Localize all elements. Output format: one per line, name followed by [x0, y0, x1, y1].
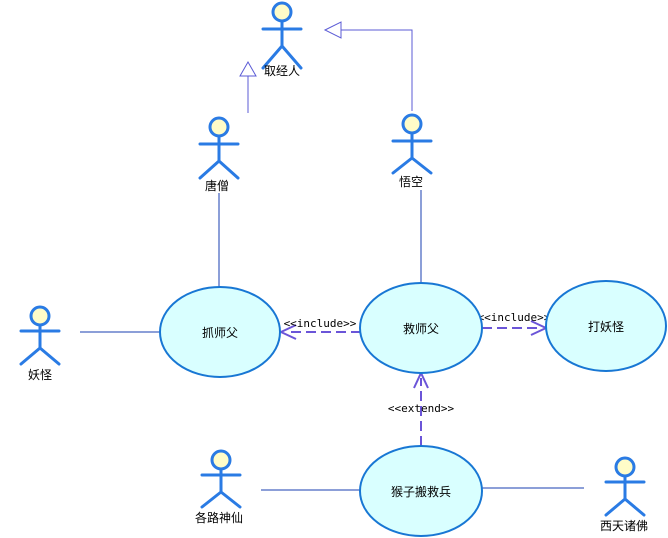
generalization-arrowhead [323, 21, 342, 39]
generalization-wukong-pilgrim [341, 29, 413, 111]
use-case-reinforce[interactable]: 猴子搬救兵 [359, 445, 483, 537]
actor-pilgrim[interactable] [261, 1, 303, 70]
actor-body [604, 474, 646, 517]
actor-demon-label: 妖怪 [28, 368, 52, 382]
extend-label: <<extend>> [388, 402, 455, 415]
generalization-arrowhead [239, 60, 257, 77]
actor-pilgrim-label: 取经人 [264, 64, 300, 78]
actor-buddhas-label: 西天诸佛 [600, 519, 648, 533]
actor-body [261, 19, 303, 70]
actor-head [29, 305, 51, 327]
include-label-right: <<include>> [478, 311, 551, 324]
use-case-capture[interactable]: 抓师父 [159, 286, 281, 378]
actor-head [271, 1, 293, 23]
use-case-rescue[interactable]: 救师父 [359, 282, 483, 374]
actor-head [210, 449, 232, 471]
use-case-fight-ellipse [545, 280, 667, 372]
actor-immortals[interactable] [200, 449, 242, 509]
use-case-rescue-ellipse [359, 282, 483, 374]
actor-head [614, 456, 636, 478]
use-case-capture-ellipse [159, 286, 281, 378]
use-case-fight-label: 打妖怪 [588, 320, 624, 334]
include-label-left: <<include>> [284, 317, 357, 330]
actor-head [401, 113, 423, 135]
actor-demon[interactable] [19, 305, 61, 366]
use-case-reinforce-label: 猴子搬救兵 [391, 484, 451, 499]
actor-immortals-label: 各路神仙 [195, 510, 243, 525]
use-case-reinforce-ellipse [359, 445, 483, 537]
actor-body [198, 134, 240, 180]
use-case-rescue-label: 救师父 [403, 321, 439, 336]
actor-wukong[interactable] [391, 113, 433, 175]
actor-buddhas[interactable] [604, 456, 646, 517]
use-case-fight[interactable]: 打妖怪 [545, 280, 667, 372]
actor-body [391, 131, 433, 175]
actor-head [208, 116, 230, 138]
actor-tang-monk[interactable] [198, 116, 240, 180]
actor-body [19, 323, 61, 366]
actor-tang-monk-label: 唐僧 [205, 178, 229, 193]
actor-body [200, 467, 242, 509]
use-case-capture-label: 抓师父 [202, 326, 238, 340]
actor-wukong-label: 悟空 [399, 174, 423, 189]
